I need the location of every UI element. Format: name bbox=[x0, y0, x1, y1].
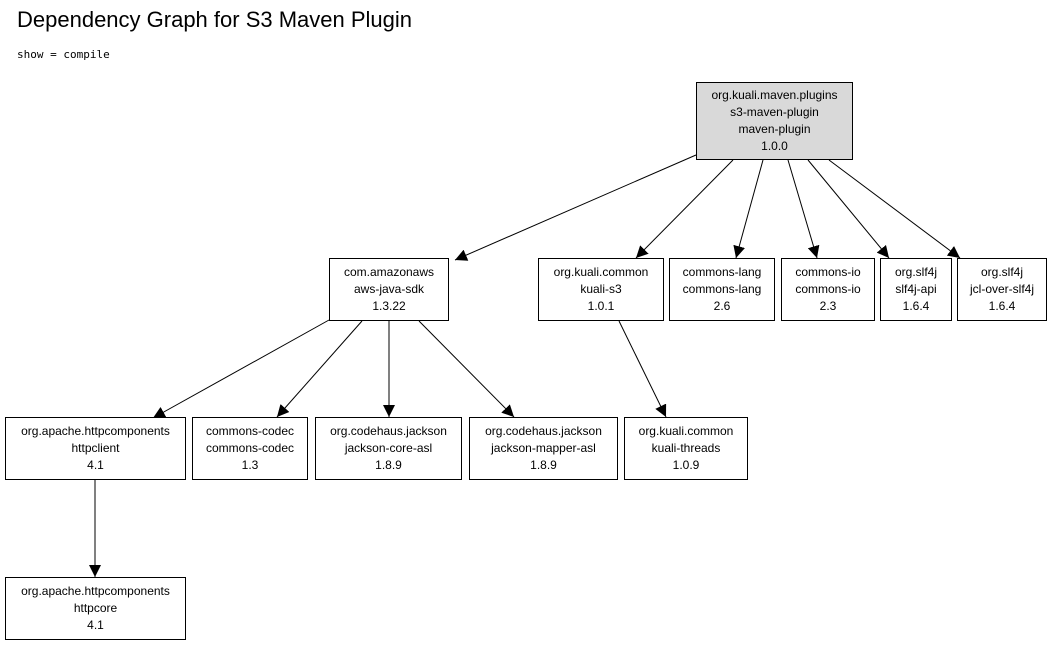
node-label-line: 4.1 bbox=[87, 458, 104, 472]
node-kuali-s3: org.kuali.common kuali-s3 1.0.1 bbox=[538, 258, 664, 321]
node-label-line: 1.0.9 bbox=[672, 458, 700, 472]
node-label-line: 2.6 bbox=[713, 299, 731, 313]
edge-s3-maven-plugin-to-aws-java-sdk bbox=[454, 154, 697, 261]
edge-kuali-s3-to-kuali-threads bbox=[618, 320, 667, 418]
edge-aws-java-sdk-to-commons-codec bbox=[276, 320, 363, 418]
node-label-line: commons-lang bbox=[682, 282, 762, 296]
node-label-line: commons-codec bbox=[205, 424, 295, 438]
edge-s3-maven-plugin-to-commons-io bbox=[787, 159, 820, 259]
node-label-line: commons-io bbox=[795, 282, 861, 296]
node-jcl-over-slf4j: org.slf4j jcl-over-slf4j 1.6.4 bbox=[957, 258, 1047, 321]
node-label-line: org.codehaus.jackson bbox=[330, 424, 447, 438]
node-label-line: 1.0.0 bbox=[761, 139, 788, 153]
node-label-line: commons-codec bbox=[205, 441, 295, 455]
page-title: Dependency Graph for S3 Maven Plugin bbox=[17, 7, 413, 32]
node-label-line: 1.6.4 bbox=[988, 299, 1016, 313]
node-label-line: slf4j-api bbox=[895, 282, 937, 296]
graph-filter-label: show = compile bbox=[17, 48, 110, 61]
node-label-line: 1.6.4 bbox=[902, 299, 930, 313]
node-httpclient: org.apache.httpcomponents httpclient 4.1 bbox=[5, 417, 186, 480]
node-label-line: org.slf4j bbox=[980, 265, 1024, 279]
edge-s3-maven-plugin-to-commons-lang bbox=[733, 159, 764, 259]
node-label-line: commons-io bbox=[795, 265, 861, 279]
node-commons-lang: commons-lang commons-lang 2.6 bbox=[669, 258, 775, 321]
node-label-line: org.codehaus.jackson bbox=[485, 424, 602, 438]
node-label-line: kuali-s3 bbox=[580, 282, 622, 296]
node-label-line: commons-lang bbox=[682, 265, 762, 279]
node-label-line: httpclient bbox=[71, 441, 120, 455]
edge-aws-java-sdk-to-httpclient bbox=[152, 319, 330, 419]
node-label-line: s3-maven-plugin bbox=[730, 105, 819, 119]
node-label-line: 1.3.22 bbox=[372, 299, 406, 313]
node-label-line: 1.8.9 bbox=[530, 458, 557, 472]
node-label-line: 1.3 bbox=[241, 458, 259, 472]
edge-s3-maven-plugin-to-jcl-over-slf4j bbox=[828, 159, 961, 259]
node-label-line: jackson-mapper-asl bbox=[491, 441, 596, 455]
node-httpcore: org.apache.httpcomponents httpcore 4.1 bbox=[5, 577, 186, 640]
node-label-line: org.apache.httpcomponents bbox=[21, 584, 170, 598]
node-label-line: kuali-threads bbox=[651, 441, 721, 455]
node-label-line: 1.8.9 bbox=[375, 458, 402, 472]
node-label-line: aws-java-sdk bbox=[353, 282, 425, 296]
node-jackson-core-asl: org.codehaus.jackson jackson-core-asl 1.8.… bbox=[315, 417, 462, 480]
edge-s3-maven-plugin-to-kuali-s3 bbox=[635, 159, 734, 259]
node-label-line: maven-plugin bbox=[738, 122, 811, 136]
node-slf4j-api: org.slf4j slf4j-api 1.6.4 bbox=[880, 258, 952, 321]
node-label-line: org.apache.httpcomponents bbox=[21, 424, 170, 438]
node-label-line: org.kuali.common bbox=[553, 265, 649, 279]
node-jackson-mapper-asl: org.codehaus.jackson jackson-mapper-asl 1.… bbox=[469, 417, 618, 480]
node-label-line: 1.0.1 bbox=[587, 299, 615, 313]
node-label-line: jcl-over-slf4j bbox=[969, 282, 1034, 296]
node-kuali-threads: org.kuali.common kuali-threads 1.0.9 bbox=[624, 417, 748, 480]
edge-s3-maven-plugin-to-slf4j-api bbox=[807, 159, 890, 259]
node-label-line: org.kuali.common bbox=[638, 424, 734, 438]
node-s3-maven-plugin: org.kuali.maven.plugins s3-maven-plugin ma… bbox=[696, 82, 853, 160]
node-commons-io: commons-io commons-io 2.3 bbox=[781, 258, 875, 321]
node-label-line: httpcore bbox=[73, 601, 118, 615]
node-label-line: com.amazonaws bbox=[343, 265, 435, 279]
node-label-line: 2.3 bbox=[819, 299, 837, 313]
node-aws-java-sdk: com.amazonaws aws-java-sdk 1.3.22 bbox=[329, 258, 449, 321]
node-commons-codec: commons-codec commons-codec 1.3 bbox=[192, 417, 308, 480]
node-label-line: jackson-core-asl bbox=[344, 441, 433, 455]
node-label-line: org.kuali.maven.plugins bbox=[711, 88, 838, 102]
edge-aws-java-sdk-to-jackson-mapper-asl bbox=[418, 320, 515, 418]
node-label-line: org.slf4j bbox=[894, 265, 938, 279]
node-label-line: 4.1 bbox=[87, 618, 104, 632]
